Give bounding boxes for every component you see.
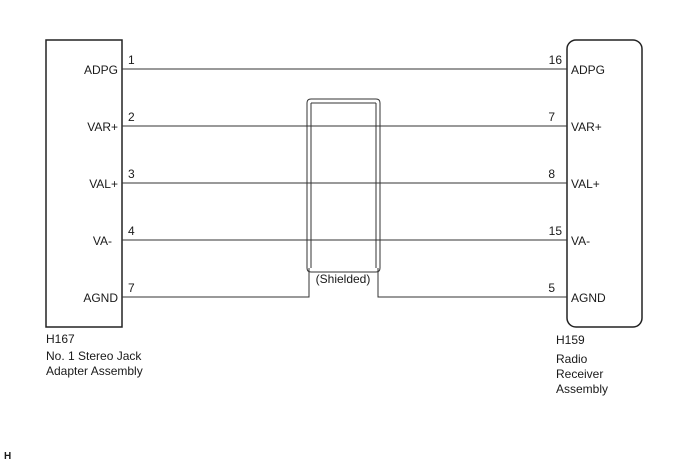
wire-agnd-right (377, 268, 567, 298)
left-pin-number-4: 4 (128, 224, 135, 238)
right-pin-number-15: 15 (549, 224, 563, 238)
right-connector-name-line-2: Receiver (556, 367, 603, 381)
left-pin-number-7: 7 (128, 281, 135, 295)
right-pin-label-adpg: ADPG (571, 63, 605, 77)
right-pin-number-8: 8 (548, 167, 555, 181)
right-connector-name-line-1: Radio (556, 352, 588, 366)
right-pin-label-val-plus: VAL+ (571, 177, 600, 191)
left-connector-name-line-2: Adapter Assembly (46, 364, 143, 378)
shield-label: (Shielded) (316, 272, 371, 286)
right-pin-number-5: 5 (548, 281, 555, 295)
left-connector-box (45, 39, 123, 328)
left-connector-code: H167 (46, 332, 75, 346)
left-pin-label-va-minus: VA- (93, 234, 112, 248)
left-connector-name-line-1: No. 1 Stereo Jack (46, 349, 142, 363)
right-pin-number-7: 7 (548, 110, 555, 124)
left-pin-number-2: 2 (128, 110, 135, 124)
right-connector-code: H159 (556, 333, 585, 347)
left-pin-label-var-plus: VAR+ (87, 120, 118, 134)
wire-agnd-left (122, 268, 310, 298)
right-pin-label-var-plus: VAR+ (571, 120, 602, 134)
left-pin-label-adpg: ADPG (84, 63, 118, 77)
corner-mark: H (4, 451, 11, 462)
right-pin-label-va-minus: VA- (571, 234, 590, 248)
right-connector-name-line-3: Assembly (556, 382, 608, 396)
left-pin-number-1: 1 (128, 53, 135, 67)
left-pin-number-3: 3 (128, 167, 135, 181)
left-pin-label-agnd: AGND (83, 291, 118, 305)
right-pin-label-agnd: AGND (571, 291, 606, 305)
shield-symbol (306, 98, 381, 273)
right-pin-number-16: 16 (549, 53, 563, 67)
left-pin-label-val-plus: VAL+ (89, 177, 118, 191)
